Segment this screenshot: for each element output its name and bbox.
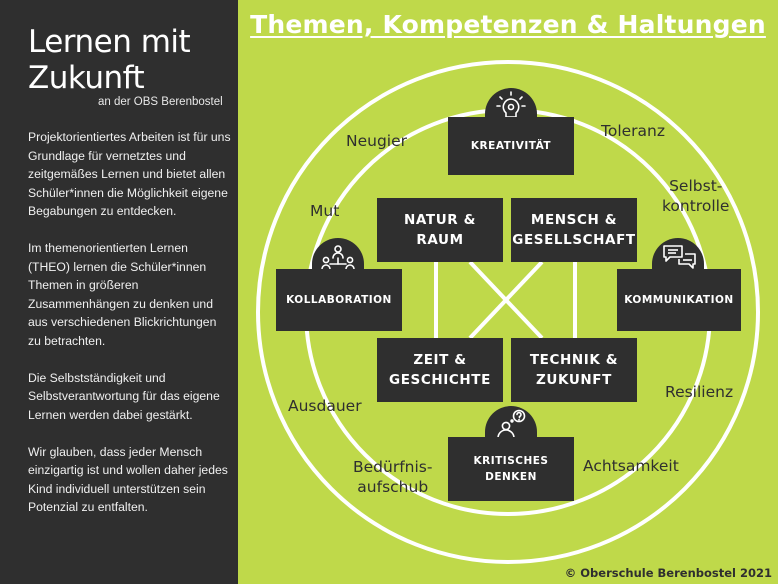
topic-mensch-gesellschaft: MENSCH & GESELLSCHAFT xyxy=(511,198,637,262)
team-network-icon xyxy=(312,238,364,272)
competency-kreativitaet: KREATIVITÄT xyxy=(448,117,574,175)
competency-kollaboration: KOLLABORATION xyxy=(276,269,402,331)
topic-line: MENSCH & xyxy=(530,212,618,228)
topic-line: TECHNIK & xyxy=(529,352,619,368)
attitude-resilienz: Resilienz xyxy=(665,383,734,401)
attitude-beduerfnisaufschub: Bedürfnis- aufschub xyxy=(353,457,432,497)
topic-line: ZUKUNFT xyxy=(536,372,612,388)
competency-kommunikation: KOMMUNIKATION xyxy=(617,269,741,331)
attitude-ausdauer: Ausdauer xyxy=(288,397,362,415)
topic-line: NATUR & xyxy=(404,212,476,228)
topic-natur-raum: NATUR & RAUM xyxy=(377,198,503,262)
sidebar: Lernen mit Zukunft an der OBS Berenboste… xyxy=(0,0,238,584)
topic-line: RAUM xyxy=(416,232,464,248)
sidebar-title: Lernen mit Zukunft xyxy=(28,24,191,96)
outer-circle xyxy=(256,60,760,564)
attitude-line: Bedürfnis- xyxy=(353,458,433,476)
attitude-neugier: Neugier xyxy=(346,132,408,150)
competency-label-line: DENKEN xyxy=(485,471,537,483)
sidebar-paragraph-3: Die Selbstständigkeit und Selbstverantwo… xyxy=(28,370,220,422)
competency-label: KOMMUNIKATION xyxy=(624,294,734,306)
chat-bubbles-icon xyxy=(652,238,704,272)
sidebar-paragraph-1: Projektorientiertes Arbeiten ist für uns… xyxy=(28,130,231,218)
topic-technik-zukunft: TECHNIK & ZUKUNFT xyxy=(511,338,637,402)
sidebar-paragraph-4: Wir glauben, dass jeder Mensch einzigart… xyxy=(28,444,228,515)
topic-line: ZEIT & xyxy=(413,352,467,368)
sidebar-text: Projektorientiertes Arbeiten ist für uns… xyxy=(28,128,232,535)
competency-label-line: KRITISCHES xyxy=(473,455,549,467)
thinking-person-icon xyxy=(485,406,537,440)
diagram-area: Themen, Kompetenzen & Haltungen NATUR & R… xyxy=(238,0,778,584)
attitude-achtsamkeit: Achtsamkeit xyxy=(583,457,679,475)
attitude-line: aufschub xyxy=(357,478,429,496)
topic-connectors xyxy=(434,260,577,340)
attitude-mut: Mut xyxy=(310,202,340,220)
attitude-line: Selbst- xyxy=(669,177,723,195)
sidebar-paragraph-2: Im themenorientierten Lernen (THEO) lern… xyxy=(28,241,217,348)
sidebar-subtitle: an der OBS Berenbostel xyxy=(98,96,223,108)
main-title: Themen, Kompetenzen & Haltungen xyxy=(250,10,766,39)
competency-kritisches-denken: KRITISCHES DENKEN xyxy=(448,437,574,501)
competency-label: KOLLABORATION xyxy=(286,294,392,306)
competency-label: KREATIVITÄT xyxy=(470,140,552,152)
topic-zeit-geschichte: ZEIT & GESCHICHTE xyxy=(377,338,503,402)
copyright: © Oberschule Berenbostel 2021 xyxy=(564,566,772,580)
attitude-line: kontrolle xyxy=(662,197,730,215)
attitude-selbstkontrolle: Selbst- kontrolle xyxy=(662,176,729,216)
attitude-toleranz: Toleranz xyxy=(601,122,665,140)
topic-line: GESELLSCHAFT xyxy=(512,232,636,248)
topic-line: GESCHICHTE xyxy=(389,372,491,388)
